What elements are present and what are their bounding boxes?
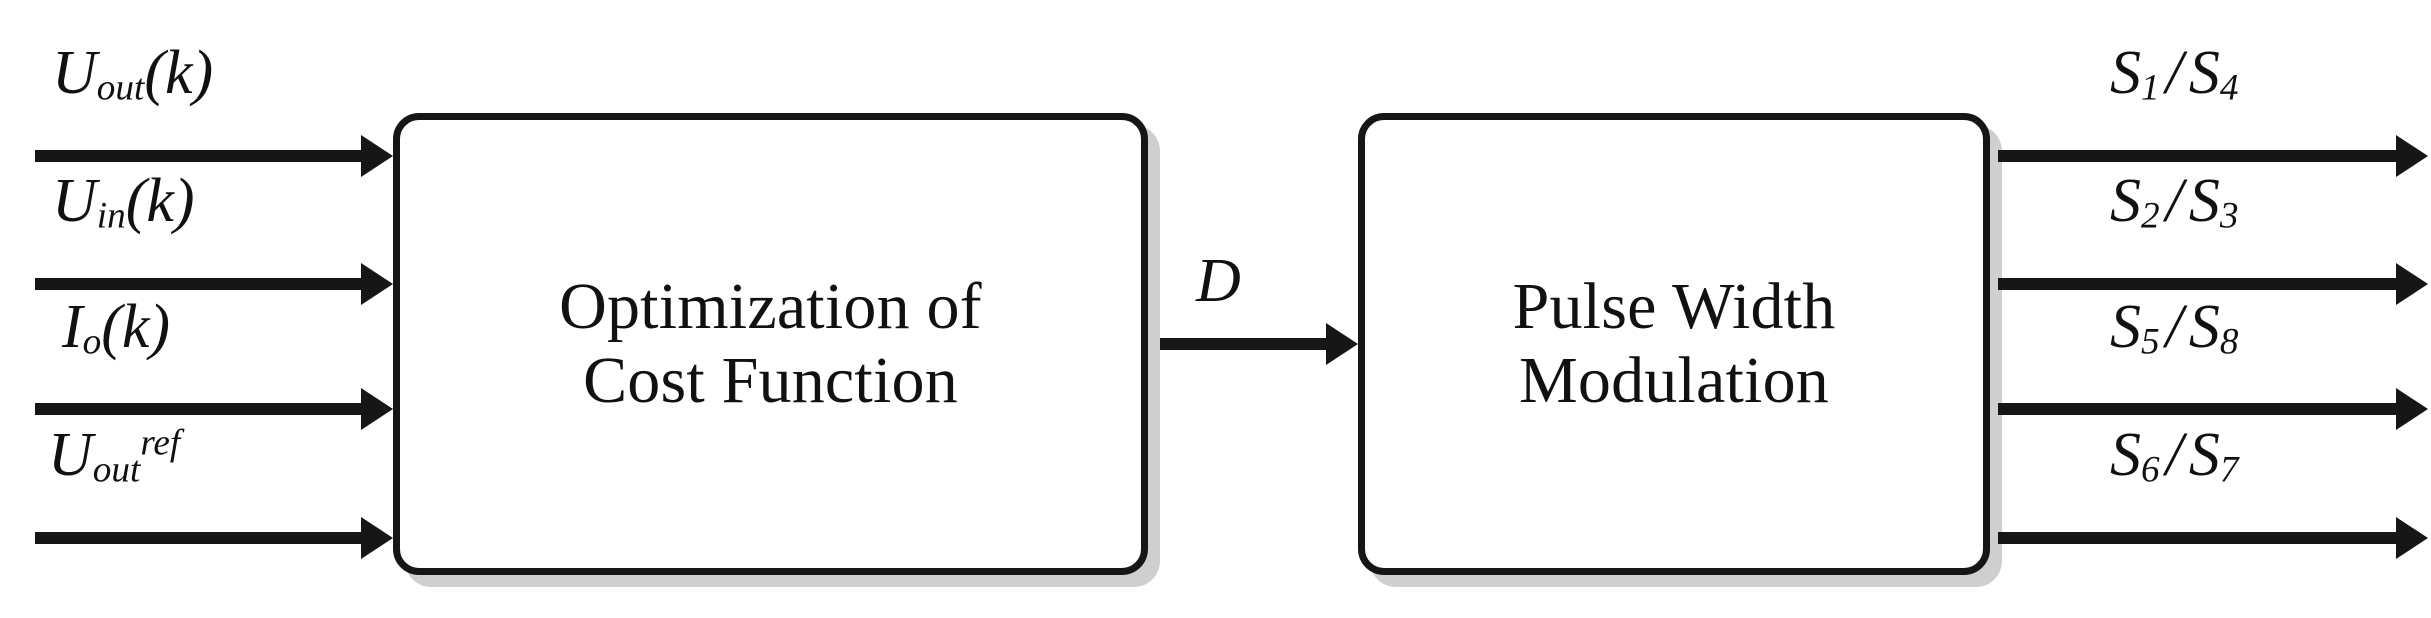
input-label-uout: Uout(k)	[52, 39, 214, 107]
input-arrow-uin	[35, 278, 363, 290]
output-label-s5-subscript: 5	[2141, 321, 2160, 363]
input-label-io: Io(k)	[62, 293, 171, 361]
output-label-s1-subscript: 1	[2141, 67, 2160, 109]
output-label-s5-s8: S5/S8	[2110, 293, 2238, 361]
output-arrow-s5-s8	[1998, 403, 2398, 415]
output-label-s7-base: S	[2188, 421, 2220, 489]
output-label-s6-s7: S6/S7	[2110, 421, 2238, 489]
optimization-of-cost-function-block[interactable]: Optimization of Cost Function	[393, 113, 1148, 575]
output-label-s2-s3-separator: /	[2165, 167, 2183, 235]
input-label-uin-tail: (k)	[125, 167, 195, 235]
input-label-uout-subscript: out	[96, 67, 145, 109]
input-arrow-uout-ref	[35, 532, 363, 544]
input-label-uout-base: U	[52, 39, 97, 107]
pwm-block-line-1: Pulse Width	[1512, 270, 1836, 344]
input-label-io-subscript: o	[82, 321, 102, 363]
input-label-uout-ref-subscript: out	[92, 449, 141, 491]
output-label-s8-subscript: 8	[2219, 321, 2239, 363]
input-label-uin: Uin(k)	[52, 167, 195, 235]
duty-signal-arrow	[1160, 338, 1328, 350]
output-label-s4-base: S	[2188, 39, 2220, 107]
input-label-io-base: I	[62, 293, 83, 361]
input-label-uout-ref-superscript: ref	[140, 422, 181, 464]
optimization-block-line-2: Cost Function	[583, 344, 958, 417]
input-label-uin-base: U	[52, 167, 97, 235]
output-label-s6-base: S	[2110, 421, 2141, 489]
output-label-s2-base: S	[2110, 167, 2141, 235]
output-label-s6-s7-separator: /	[2165, 421, 2183, 489]
output-label-s7-subscript: 7	[2219, 449, 2239, 491]
output-label-s3-subscript: 3	[2219, 195, 2239, 237]
output-label-s2-s3: S2/S3	[2110, 167, 2238, 235]
output-label-s4-subscript: 4	[2219, 67, 2239, 109]
input-label-uin-subscript: in	[96, 195, 126, 237]
output-arrow-s1-s4	[1998, 150, 2398, 162]
output-label-s1-base: S	[2110, 39, 2141, 107]
output-label-s1-s4: S1/S4	[2110, 39, 2238, 107]
input-label-uout-tail: (k)	[144, 39, 214, 107]
output-label-s8-base: S	[2188, 293, 2220, 361]
output-label-s3-base: S	[2188, 167, 2220, 235]
output-arrow-s2-s3	[1998, 278, 2398, 290]
output-label-s6-subscript: 6	[2141, 449, 2160, 491]
input-arrow-uout	[35, 150, 363, 162]
input-label-uout-ref: Uoutref	[48, 421, 181, 489]
output-label-s2-subscript: 2	[2141, 195, 2160, 237]
input-label-io-tail: (k)	[101, 293, 171, 361]
input-label-uout-ref-base: U	[48, 421, 93, 489]
input-arrow-io	[35, 403, 363, 415]
optimization-block-line-1: Optimization of	[559, 270, 982, 344]
output-label-s5-base: S	[2110, 293, 2141, 361]
output-label-s1-s4-separator: /	[2165, 39, 2183, 107]
output-label-s5-s8-separator: /	[2165, 293, 2183, 361]
duty-signal-label: D	[1196, 247, 1241, 315]
pwm-block-line-2: Modulation	[1519, 344, 1829, 417]
pulse-width-modulation-block[interactable]: Pulse Width Modulation	[1358, 113, 1990, 575]
output-arrow-s6-s7	[1998, 532, 2398, 544]
